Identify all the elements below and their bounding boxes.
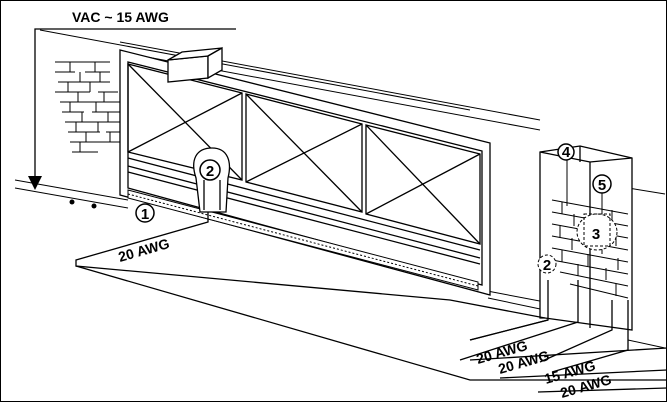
top-guide bbox=[167, 46, 223, 83]
callout-4: 4 bbox=[557, 143, 575, 161]
keyswitch-dashed bbox=[583, 213, 611, 247]
gear-rack bbox=[127, 189, 479, 291]
power-cable bbox=[34, 28, 236, 182]
power-label: VAC ~ 15 AWG bbox=[72, 9, 169, 25]
cable-end-dot bbox=[91, 203, 97, 209]
left-brick-wall bbox=[55, 61, 120, 153]
callout-1: 1 bbox=[135, 203, 155, 223]
power-arrow-icon bbox=[28, 176, 42, 190]
photocell-dashed bbox=[576, 213, 618, 251]
callout-leaders bbox=[566, 160, 603, 214]
svg-text:2: 2 bbox=[543, 257, 551, 274]
svg-text:3: 3 bbox=[592, 226, 600, 243]
svg-text:4: 4 bbox=[562, 144, 571, 161]
svg-text:5: 5 bbox=[598, 177, 606, 194]
wire-runs bbox=[75, 212, 667, 393]
wire-label-motor: 20 AWG bbox=[116, 235, 171, 265]
gate-leaf bbox=[119, 49, 491, 296]
callout-3: 3 bbox=[592, 226, 600, 243]
callout-2-motor: 2 bbox=[199, 159, 221, 181]
svg-text:1: 1 bbox=[141, 206, 149, 223]
cable-end-dot bbox=[69, 199, 75, 205]
callout-5: 5 bbox=[592, 174, 612, 194]
svg-text:2: 2 bbox=[206, 163, 214, 180]
callout-2-post: 2 bbox=[537, 254, 557, 274]
